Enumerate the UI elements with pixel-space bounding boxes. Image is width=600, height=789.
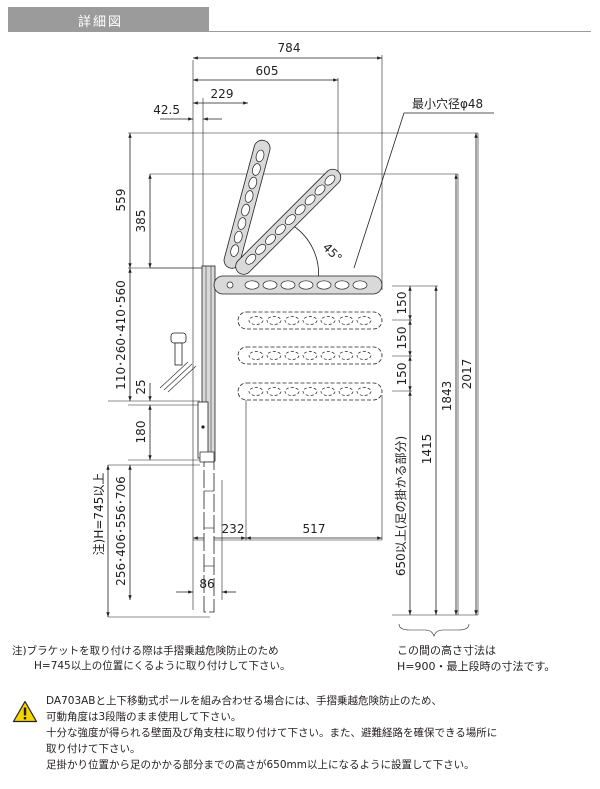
dim-605: 605 [256, 64, 279, 78]
arm-folded [223, 139, 271, 269]
warning-triangle-icon [12, 700, 38, 723]
wall-bracket [197, 265, 216, 463]
dim-517: 517 [303, 522, 326, 536]
bracket-note-line-2: H=745以上の位置にくるように取り付けして下さい。 [34, 660, 291, 672]
dim-559: 559 [114, 189, 128, 212]
dim-650: 650以上(足の掛かる部分) [393, 436, 408, 576]
header-bar: 詳細図 [8, 7, 209, 32]
dim-86: 86 [199, 577, 214, 591]
arm-horizontal [213, 275, 383, 295]
page-title: 詳細図 [78, 15, 124, 30]
dim-232: 232 [222, 522, 245, 536]
arm-lower-positions [237, 311, 383, 401]
dim-784: 784 [278, 41, 301, 55]
vertical-pole [203, 461, 215, 613]
dim-150-2: 150 [395, 327, 409, 350]
dim-150-1: 150 [395, 292, 409, 315]
dim-42-5: 42.5 [153, 103, 180, 117]
warning-line: 取り付けて下さい。 [46, 743, 141, 755]
dim-1415: 1415 [420, 434, 434, 465]
warning-line: 十分な強度が得られる壁面及び角支柱に取り付けて下さい。また、避難経路を確保できる… [46, 727, 498, 739]
dim-385: 385 [134, 210, 148, 233]
warning-line: DA703ABと上下移動式ポールを組み合わせる場合には、手摺乗越危険防止のため、 [46, 695, 443, 707]
dimension-lines [106, 56, 494, 617]
dim-45deg: 45° [320, 240, 345, 265]
extension-lines [108, 55, 479, 618]
warning-line: 可動角度は3段階のまま使用して下さい。 [46, 711, 242, 723]
railing-section [159, 332, 197, 393]
warning-list: DA703ABと上下移動式ポールを組み合わせる場合には、手摺乗越危険防止のため、… [46, 693, 497, 773]
dim-note-h745: 注)H=745以上 [91, 473, 106, 556]
warning-line: 足掛かり位置から足のかかる部分までの高さが650mm以上になるように設置して下さ… [46, 759, 475, 771]
dim-min-hole: 最小穴径φ48 [412, 96, 483, 111]
dim-25: 25 [134, 379, 148, 394]
dim-110-560: 110･260･410･560 [114, 280, 128, 390]
dim-1843: 1843 [440, 381, 454, 412]
dim-256-706: 256･406･556･706 [114, 476, 128, 586]
header-rule [8, 31, 591, 32]
arm-45deg [235, 168, 342, 275]
bracket-note-line-1: 注)ブラケットを取り付ける際は手摺乗越危険防止のため [12, 645, 279, 657]
dim-180: 180 [134, 421, 148, 444]
height-note-line-1: この間の高さ寸法は [397, 644, 496, 657]
dim-229: 229 [211, 87, 234, 101]
height-note-bracket [398, 623, 470, 637]
height-note-line-2: H=900・最上段時の寸法です。 [397, 660, 556, 673]
dim-150-3: 150 [395, 363, 409, 386]
dim-2017: 2017 [460, 359, 474, 390]
